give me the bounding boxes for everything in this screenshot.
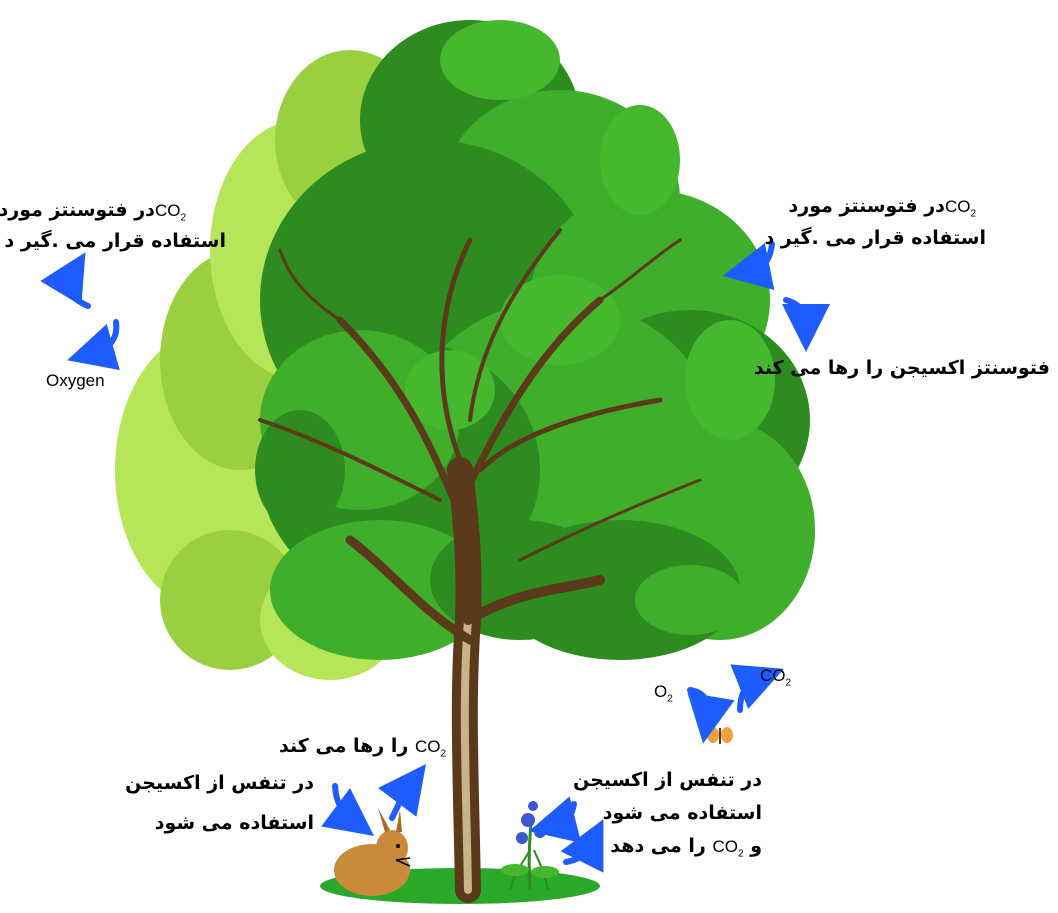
arrow-plant-out bbox=[566, 846, 590, 862]
co2-subscript: 2 bbox=[180, 212, 186, 223]
oxygen-label: Oxygen bbox=[46, 368, 105, 394]
arrow-insect-down bbox=[690, 690, 708, 714]
co2-text: CO bbox=[760, 666, 786, 685]
o2-text: O bbox=[654, 682, 667, 701]
rabbit-illustration bbox=[334, 808, 410, 896]
plant-respiration-line1: در تنفس از اکسیجن bbox=[573, 767, 762, 793]
rabbit-respiration-line1: در تنفس از اکسیجن bbox=[125, 770, 314, 796]
co2-formula: CO2 bbox=[155, 201, 186, 220]
co2-subscript: 2 bbox=[738, 848, 744, 859]
gives-text: را می دهد bbox=[610, 835, 706, 857]
top-right-label-line1: CO2در فتوسنتز مورد bbox=[789, 193, 976, 227]
top-left-label-line2: استفاده قرار می .گیر د bbox=[5, 228, 226, 254]
photosynthesis-releases-oxygen-label: فتوسنتز اکسیجن را رها می کند bbox=[754, 355, 1050, 381]
co2-subscript: 2 bbox=[970, 208, 976, 219]
co2-subscript: 2 bbox=[786, 677, 792, 688]
co2-text: CO bbox=[945, 197, 971, 216]
arrow-top-left-up bbox=[68, 278, 88, 306]
photosynthesis-used-text: در فتوسنتز مورد bbox=[0, 199, 155, 221]
rabbit-respiration-line2: استفاده می شود bbox=[155, 810, 314, 836]
co2-text: CO bbox=[155, 201, 181, 220]
co2-text: CO bbox=[713, 837, 739, 856]
plant-respiration-line3: و CO2 را می دهد bbox=[610, 833, 762, 867]
releases-text: را رها می کند bbox=[279, 735, 408, 757]
top-left-label-line1: CO2در فتوسنتز مورد bbox=[0, 197, 186, 231]
top-right-label-line2: استفاده قرار می .گیر د bbox=[765, 225, 986, 251]
arrow-insect-up bbox=[740, 680, 756, 710]
arrow-plant-in bbox=[558, 804, 574, 824]
plant-respiration-line2: استفاده می شود bbox=[603, 800, 762, 826]
arrow-top-right-out bbox=[786, 300, 806, 322]
co2-text: CO bbox=[415, 737, 441, 756]
and-text: و bbox=[750, 835, 762, 857]
arrow-top-left-down bbox=[96, 322, 116, 352]
insect-co2-label: CO2 bbox=[760, 662, 791, 696]
rabbit-releases-co2-label: CO2 را رها می کند bbox=[279, 733, 446, 767]
arrow-rabbit-in bbox=[335, 786, 350, 818]
co2-formula: CO2 bbox=[945, 197, 976, 216]
photosynthesis-used-text: در فتوسنتز مورد bbox=[789, 195, 945, 217]
co2-subscript: 2 bbox=[440, 748, 446, 759]
butterfly-illustration bbox=[707, 727, 733, 744]
insect-o2-label: O2 bbox=[654, 678, 673, 712]
o2-subscript: 2 bbox=[667, 693, 673, 704]
